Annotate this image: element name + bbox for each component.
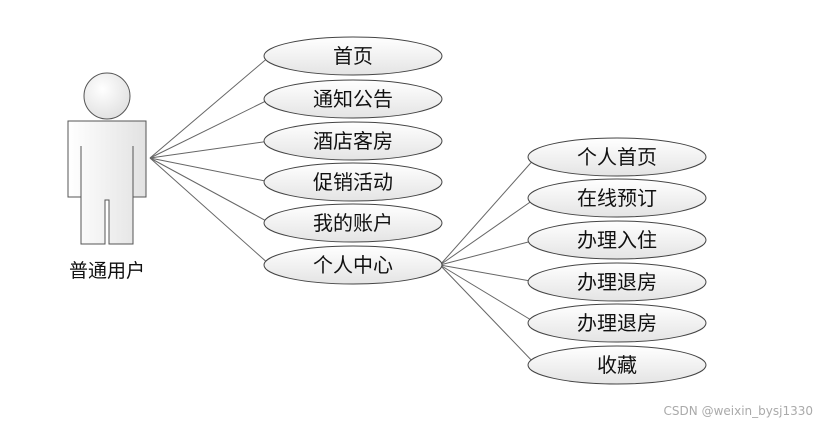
usecase-personal-home: 个人首页 xyxy=(527,137,707,177)
usecase-check-out-1: 办理退房 xyxy=(527,262,707,302)
usecase-check-in: 办理入住 xyxy=(527,220,707,260)
usecase-check-in-shape xyxy=(527,220,707,260)
usecase-notice-label: 通知公告 xyxy=(313,87,393,111)
actor-body xyxy=(67,120,147,245)
usecase-online-booking-label: 在线预订 xyxy=(577,186,657,210)
usecase-favorites-label: 收藏 xyxy=(597,353,637,377)
usecase-promotions-label: 促销活动 xyxy=(313,170,393,194)
usecase-personal-center-label: 个人中心 xyxy=(313,253,393,277)
connector-lines xyxy=(149,55,537,366)
actor-figure: 普通用户 xyxy=(67,72,147,282)
usecase-favorites: 收藏 xyxy=(527,345,707,385)
usecase-promotions: 促销活动 xyxy=(263,162,443,202)
usecase-personal-home-shape xyxy=(527,137,707,177)
usecase-personal-center: 个人中心 xyxy=(263,245,443,285)
connector-actor-hotel-rooms xyxy=(149,140,271,159)
usecase-home: 首页 xyxy=(263,36,443,76)
connector-sub-personal-home xyxy=(439,156,537,266)
usecase-hotel-rooms: 酒店客房 xyxy=(263,121,443,161)
usecase-check-out-1-shape xyxy=(527,262,707,302)
usecase-check-out-2-label: 办理退房 xyxy=(577,311,657,335)
actor-label: 普通用户 xyxy=(69,260,145,282)
connector-actor-promotions xyxy=(149,157,271,183)
usecase-home-shape xyxy=(263,36,443,76)
usecase-check-in-label: 办理入住 xyxy=(577,228,657,252)
connector-actor-notice xyxy=(149,98,271,159)
usecase-home-label: 首页 xyxy=(333,44,373,68)
usecase-personal-home-label: 个人首页 xyxy=(577,145,657,169)
connector-actor-home xyxy=(149,55,271,159)
usecase-notice-shape xyxy=(263,79,443,119)
usecase-my-account-label: 我的账户 xyxy=(313,211,393,235)
usecase-online-booking: 在线预订 xyxy=(527,178,707,218)
connector-actor-personal-center xyxy=(149,157,271,266)
usecase-check-out-2-shape xyxy=(527,303,707,343)
usecase-hotel-rooms-shape xyxy=(263,121,443,161)
connector-sub-check-out-2 xyxy=(439,264,537,324)
watermark: CSDN @weixin_bysj1330 xyxy=(663,404,813,418)
usecase-notice: 通知公告 xyxy=(263,79,443,119)
usecase-my-account-shape xyxy=(263,203,443,243)
usecase-my-account: 我的账户 xyxy=(263,203,443,243)
connector-sub-favorites xyxy=(439,264,537,366)
usecase-check-out-1-label: 办理退房 xyxy=(577,270,657,294)
usecase-hotel-rooms-label: 酒店客房 xyxy=(313,129,393,153)
connector-actor-my-account xyxy=(149,157,271,224)
usecase-promotions-shape xyxy=(263,162,443,202)
usecase-online-booking-shape xyxy=(527,178,707,218)
connector-sub-online-booking xyxy=(439,197,537,266)
connector-sub-check-out-1 xyxy=(439,264,537,283)
usecase-check-out-2: 办理退房 xyxy=(527,303,707,343)
usecase-personal-center-shape xyxy=(263,245,443,285)
usecase-favorites-shape xyxy=(527,345,707,385)
connector-sub-check-in xyxy=(439,239,537,266)
actor-head xyxy=(83,72,131,120)
